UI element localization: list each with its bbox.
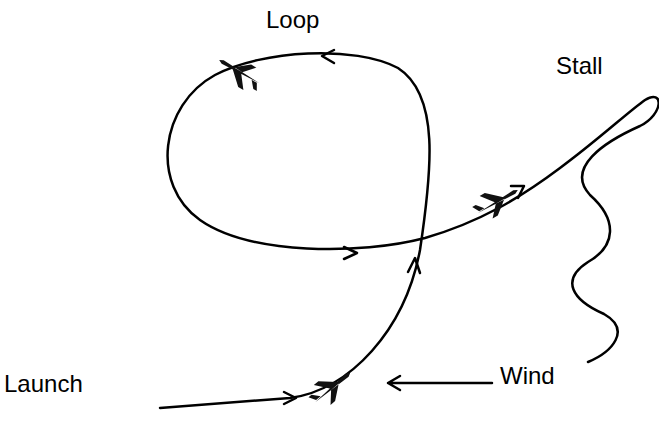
launch-label: Launch [4, 372, 83, 396]
direction-arrow [284, 392, 296, 404]
stall-label: Stall [556, 54, 603, 78]
airplane [305, 362, 358, 413]
flight-path [160, 53, 659, 408]
airplane-icons [212, 50, 524, 413]
direction-arrow [344, 247, 357, 259]
airplane [212, 50, 267, 97]
airplane [469, 178, 524, 225]
direction-arrow [408, 258, 420, 273]
loop-label: Loop [266, 8, 319, 32]
wind-label: Wind [500, 364, 555, 388]
wind-arrow [388, 376, 492, 390]
direction-arrow [322, 50, 334, 63]
